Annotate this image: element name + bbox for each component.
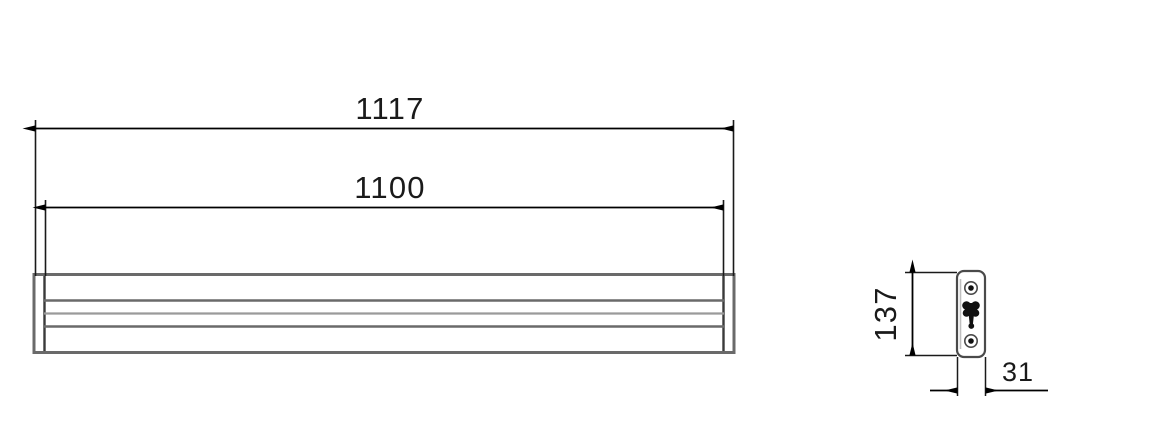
bracket-keyhole-slot: [962, 301, 980, 329]
dimension-label-31: 31: [1002, 357, 1034, 387]
front-view-rail-body: [32, 273, 736, 354]
rail-outer-profile: [32, 273, 736, 354]
dimension-overall-length: 1117: [22, 91, 734, 132]
front-view-extension-lines: [34, 120, 735, 276]
dimension-label-137: 137: [868, 286, 903, 341]
screw-hole-top-center: [968, 285, 974, 291]
side-view-bracket-plate: [955, 269, 987, 359]
dimension-label-1100: 1100: [354, 170, 425, 205]
dimension-inner-length: 1100: [32, 170, 724, 211]
screw-hole-bottom-center: [968, 338, 974, 344]
dimension-bracket-depth: 31: [930, 357, 1048, 396]
dimension-bracket-height: 137: [868, 259, 957, 357]
dimension-label-1117: 1117: [355, 91, 424, 126]
